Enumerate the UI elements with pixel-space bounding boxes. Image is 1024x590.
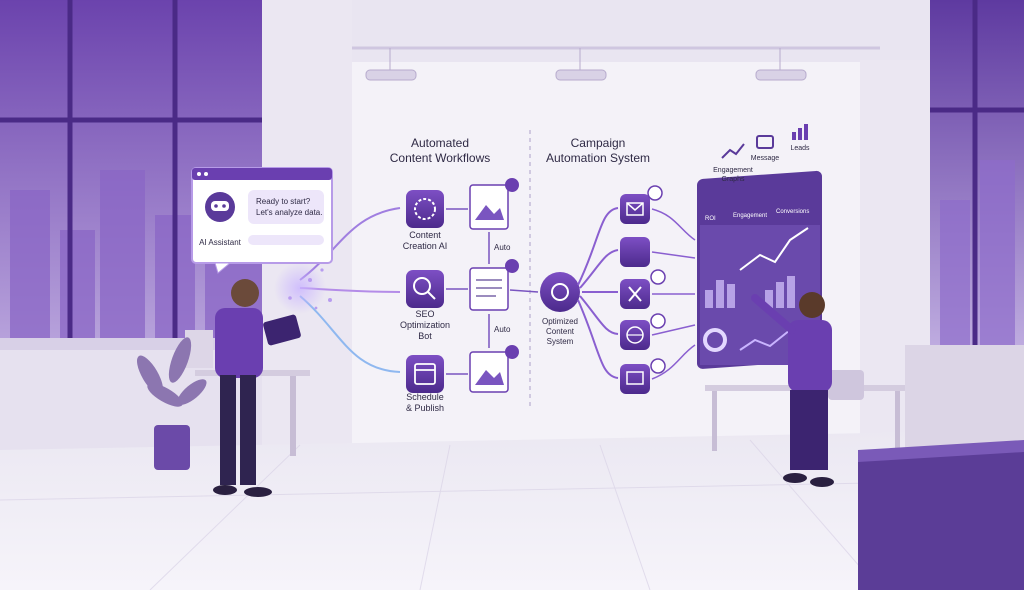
optimized-label-line1: Optimized [542,317,578,326]
desks [185,330,1024,590]
right-window [930,0,1024,360]
man-with-tablet [213,279,301,497]
assistant-bubble-line1: Ready to start? [256,197,311,206]
seo-label-line2: Optimization [400,320,450,330]
message-metric-label: Message [751,155,780,162]
content-ai-label-line1: Content [409,230,441,240]
metric-icons [721,124,808,159]
assistant-bubble-line2: Let's analyze data. [256,208,322,217]
content-docs [469,178,519,393]
plant [137,337,207,470]
ceiling-lights [365,48,807,81]
workflow-nodes [406,190,444,393]
optimized-label-line3: System [547,337,574,346]
optimized-hub [540,207,619,379]
seo-label-line1: SEO [415,309,434,319]
optimized-label-line2: Content [546,327,575,336]
schedule-label-line2: & Publish [406,403,444,413]
woman-presenting [751,292,834,487]
analytics-dashboard [697,170,822,369]
seo-label-line3: Bot [418,331,432,341]
engagement-graphs-line2: Graphs [722,176,745,183]
workflows-title-line1: Automated [411,136,469,150]
dashboard-tab-roi: ROI [705,216,716,222]
ai-assistant-popup: AI Assistant Ready to start? Let's analy… [191,167,333,274]
content-ai-label-line2: Creation AI [403,241,448,251]
channel-icons [620,185,666,394]
leads-metric-label: Leads [790,145,810,152]
workflow-arrows [446,208,539,375]
schedule-label-line1: Schedule [406,392,444,402]
dashboard-tab-engagement: Engagement [733,213,767,219]
workflows-title-line2: Content Workflows [390,151,490,165]
auto-label-1: Auto [494,243,511,252]
dashboard-tab-conversions: Conversions [776,209,809,215]
ai-assistant-label: AI Assistant [199,238,242,247]
campaign-title-line1: Campaign [571,136,626,150]
campaign-title-line2: Automation System [546,151,650,165]
engagement-graphs-line1: Engagement [713,167,753,174]
auto-label-2: Auto [494,325,511,334]
